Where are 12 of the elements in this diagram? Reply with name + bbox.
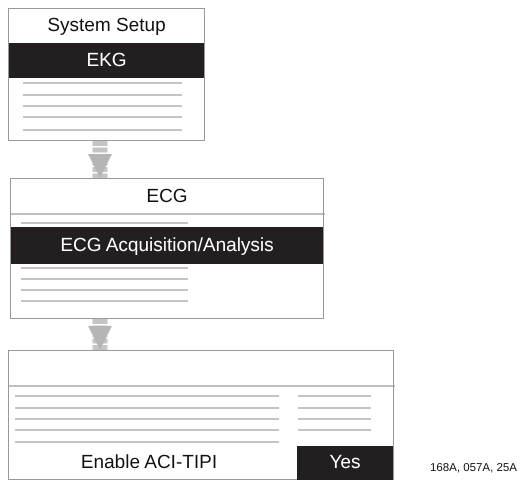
arrow: [88, 141, 112, 178]
screen-panel: [8, 350, 394, 480]
arrow: [88, 319, 112, 350]
highlighted-menu-item: EKG: [9, 43, 204, 78]
menu-text: System Setup: [46, 14, 167, 38]
menu-text: ECG: [145, 184, 189, 208]
highlighted-menu-item: Yes: [297, 446, 393, 480]
screen-panel: [8, 8, 205, 141]
menu-text: Enable ACI-TIPI: [80, 451, 218, 475]
figure-code: 168A, 057A, 25A: [430, 462, 517, 474]
highlighted-menu-item: ECG Acquisition/Analysis: [11, 227, 323, 264]
screen-panel: [10, 178, 324, 319]
